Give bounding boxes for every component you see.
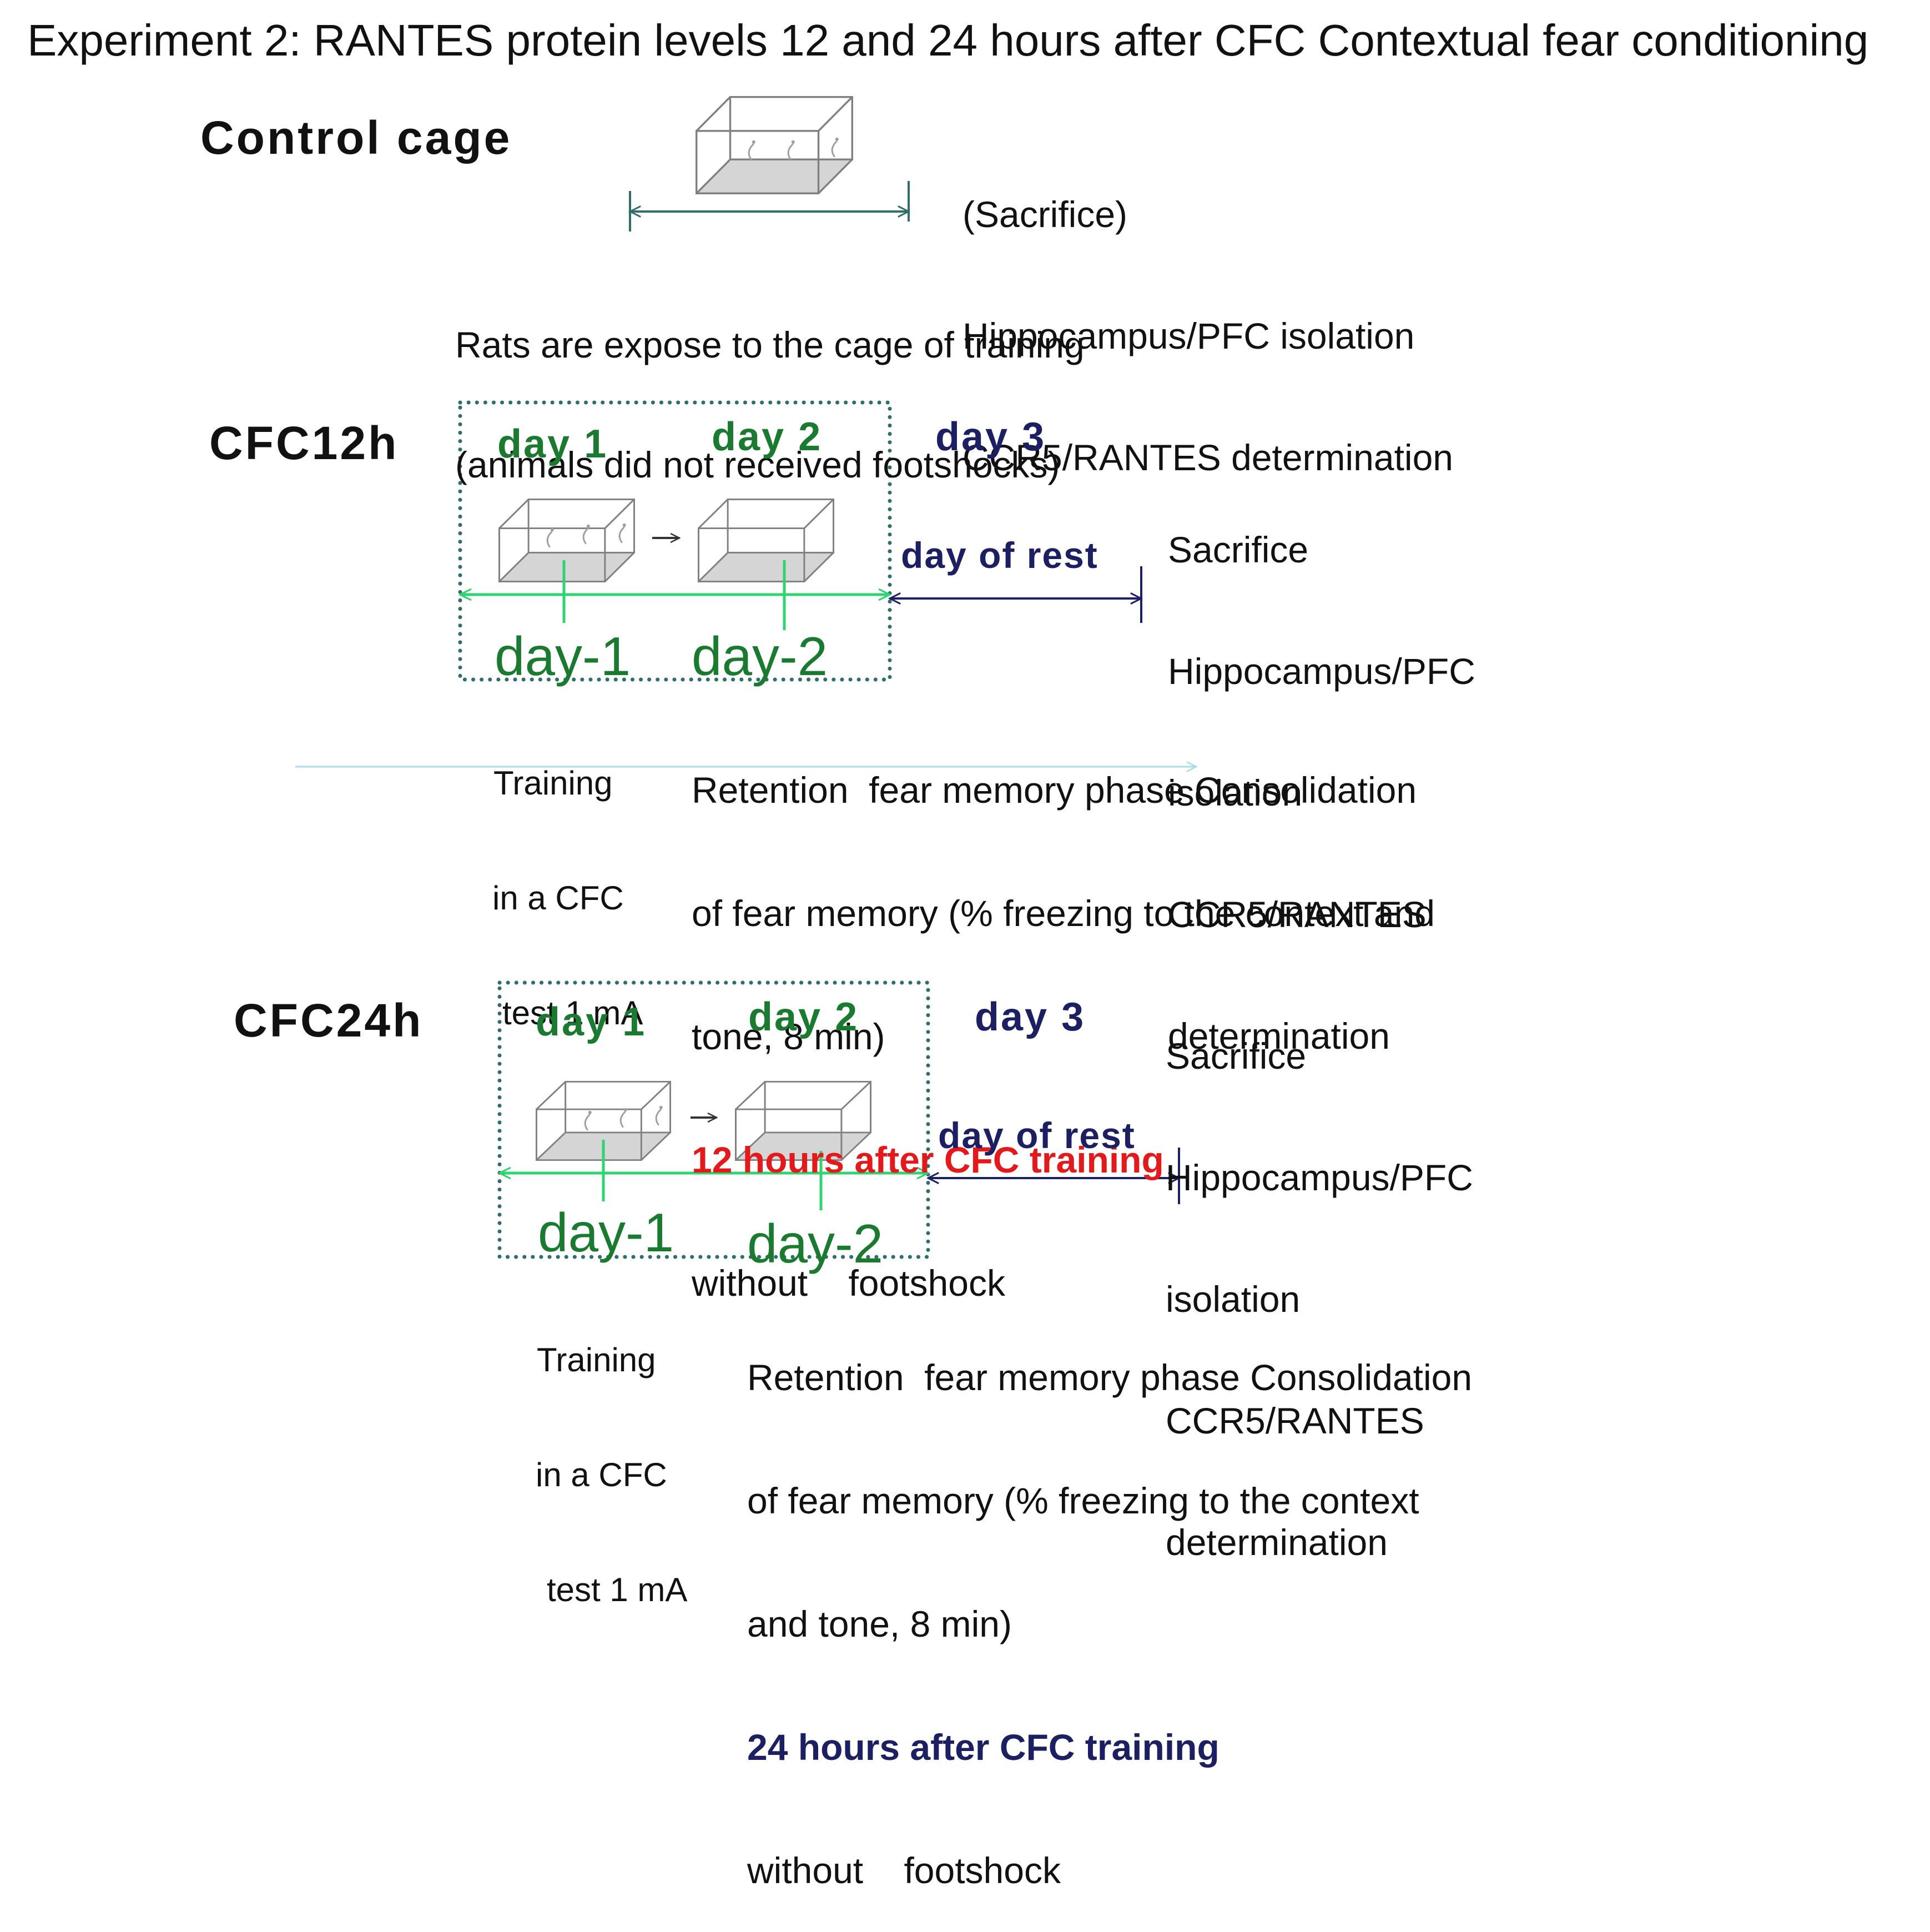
- text-line: CCR5/RANTES: [1168, 894, 1427, 935]
- mouse-icon: [787, 139, 796, 160]
- text-line: Training: [493, 764, 613, 802]
- cfc24h-label: CFC24h: [234, 994, 424, 1046]
- cfc12h-day1-heading: day 1: [497, 422, 608, 466]
- cfc12h-day2-marker: day-2: [692, 626, 828, 687]
- text-line: isolation: [1168, 772, 1303, 813]
- text-line: (animals did not received footshocks): [455, 444, 1060, 485]
- cfc24h-day1-marker: day-1: [538, 1202, 674, 1263]
- mouse-icon: [748, 139, 757, 160]
- text-line: Retention fear memory phase Consolidatio…: [692, 769, 1417, 811]
- text-line: test 1 mA: [547, 1571, 688, 1608]
- text-line: determination: [1168, 1015, 1390, 1056]
- text-line: Sacrifice: [1168, 529, 1309, 570]
- mouse-icon: [584, 1110, 593, 1131]
- cfc24h-day1-heading: day 1: [536, 1000, 647, 1044]
- text-line: Hippocampus/PFC: [1168, 651, 1475, 692]
- cfc12h-day3-heading: day 3: [935, 415, 1046, 459]
- text-line: Hippocampus/PFC: [1166, 1157, 1473, 1198]
- cfc24h-timing: 24 hours after CFC training: [747, 1727, 1220, 1768]
- text-line: Retention fear memory phase Consolidatio…: [747, 1357, 1473, 1398]
- mouse-icon: [831, 137, 840, 158]
- text-line: Rats are expose to the cage of training: [455, 324, 1085, 365]
- text-line: and tone, 8 min): [747, 1603, 1012, 1644]
- cfc12h-retention-text: Retention fear memory phase Consolidatio…: [692, 687, 1435, 1345]
- cage-icon: [696, 96, 853, 194]
- cfc12h-day1-marker: day-1: [495, 626, 631, 687]
- cfc24h-rest-label: day of rest: [938, 1115, 1136, 1156]
- text-line: of fear memory (% freezing to the contex…: [692, 893, 1435, 934]
- text-line: CCR5/RANTES determination: [963, 437, 1453, 478]
- cfc12h-timing: 12 hours after CFC training: [692, 1139, 1164, 1180]
- control-cage-label: Control cage: [200, 112, 512, 164]
- text-line: test 1 mA: [502, 994, 643, 1032]
- text-line: isolation: [1166, 1279, 1301, 1320]
- cfc24h-training-text: Training in a CFC test 1 mA: [536, 1264, 687, 1647]
- text-line: of fear memory (% freezing to the contex…: [747, 1480, 1419, 1521]
- mouse-icon: [655, 1105, 664, 1126]
- control-sacrifice-text: (Sacrifice) Hippocampus/PFC isolation CC…: [963, 113, 1453, 519]
- cfc12h-label: CFC12h: [209, 417, 399, 469]
- control-caption: Rats are expose to the cage of training …: [455, 245, 1085, 525]
- text-line: Hippocampus/PFC isolation: [963, 315, 1415, 356]
- mouse-icon: [582, 524, 591, 545]
- cfc24h-day3-heading: day 3: [975, 995, 1086, 1039]
- cfc24h-day2-heading: day 2: [748, 995, 859, 1039]
- cfc24h-footshock-note: without footshock: [747, 1850, 1061, 1891]
- cfc12h-rest-label: day of rest: [901, 535, 1098, 576]
- mouse-icon: [618, 522, 627, 544]
- cfc24h-retention-text: Retention fear memory phase Consolidatio…: [747, 1275, 1472, 1932]
- mouse-icon: [546, 527, 555, 548]
- page-title: Experiment 2: RANTES protein levels 12 a…: [27, 16, 1869, 65]
- diagram-graphics: [295, 96, 1930, 1259]
- text-line: Training: [537, 1341, 656, 1378]
- cfc12h-days-box: [458, 400, 892, 682]
- text-line: in a CFC: [536, 1456, 667, 1493]
- cfc12h-footshock-note: without footshock: [692, 1262, 1005, 1304]
- cfc12h-day2-heading: day 2: [712, 415, 823, 459]
- text-line: Sacrifice: [1166, 1035, 1307, 1076]
- text-line: CCR5/RANTES: [1166, 1400, 1424, 1441]
- text-line: (Sacrifice): [963, 194, 1128, 235]
- mouse-icon: [619, 1107, 628, 1128]
- text-line: in a CFC: [492, 879, 624, 917]
- text-line: tone, 8 min): [692, 1016, 885, 1057]
- cfc12h-sacrifice-text: Sacrifice Hippocampus/PFC isolation CCR5…: [1168, 449, 1475, 1097]
- cfc24h-day2-marker: day-2: [747, 1213, 884, 1274]
- cfc12h-training-text: Training in a CFC test 1 mA: [492, 687, 643, 1070]
